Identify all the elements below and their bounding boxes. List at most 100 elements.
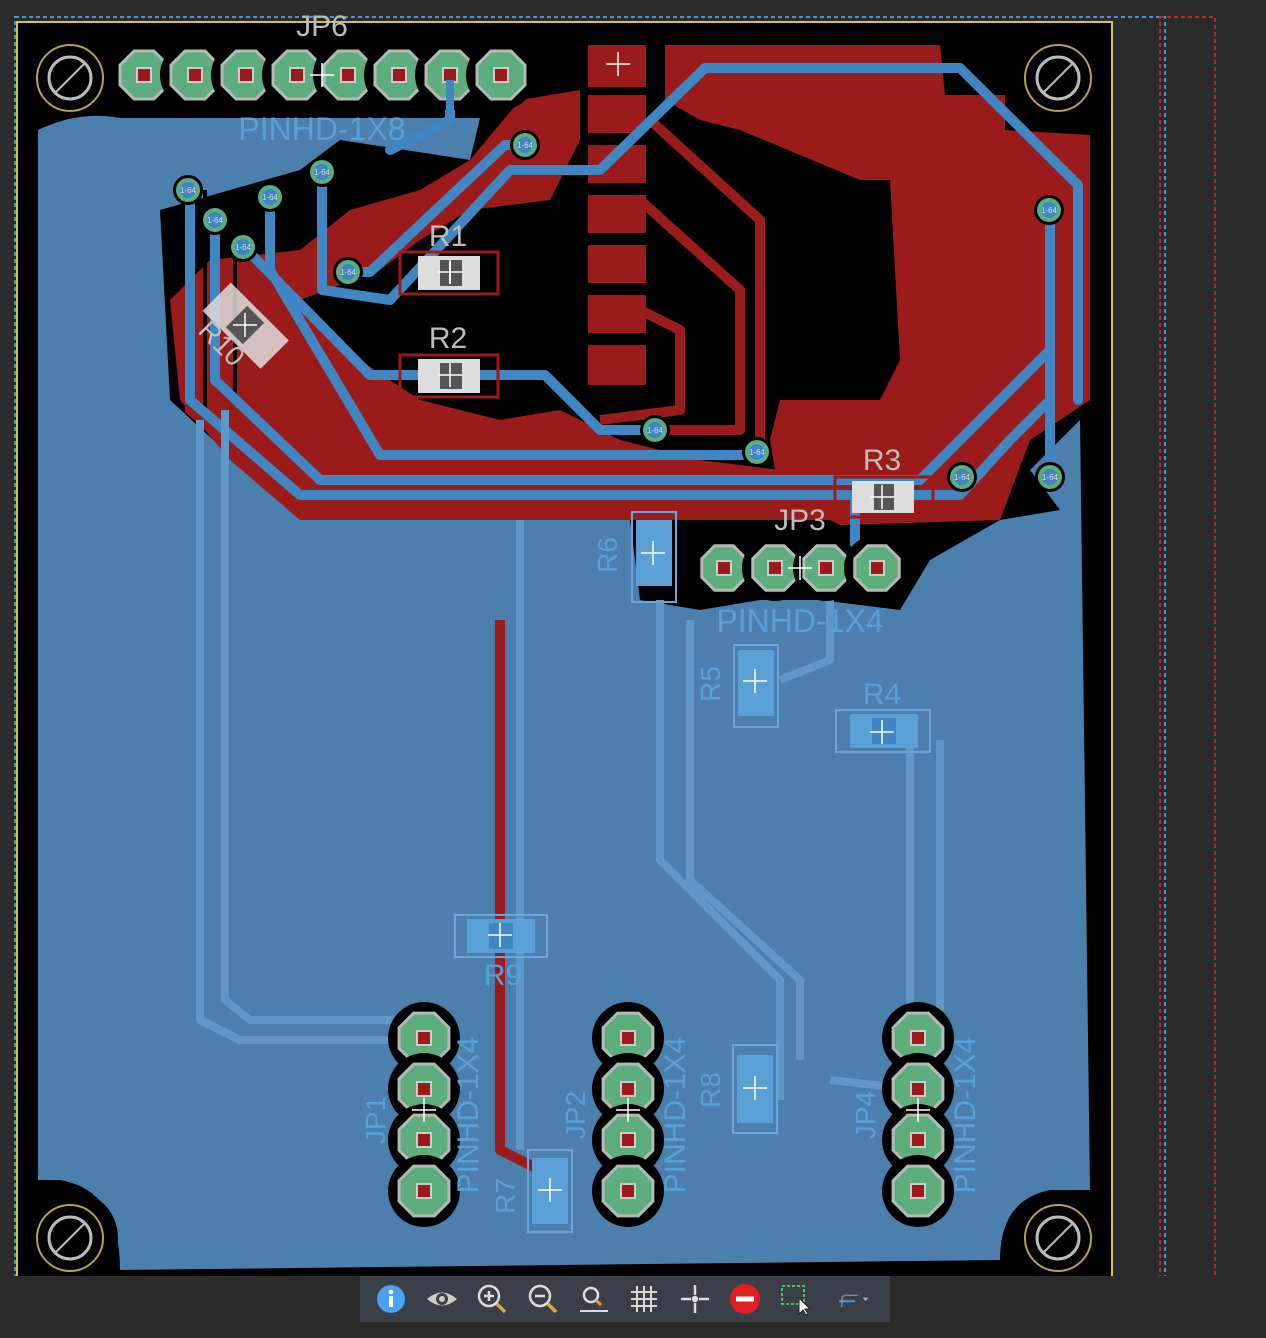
zoom-fit-button[interactable] [574, 1279, 614, 1319]
jp3-header[interactable] [691, 535, 910, 601]
zoom-in-button[interactable] [472, 1279, 512, 1319]
jp6-pin-5[interactable] [313, 40, 383, 110]
route-button[interactable] [827, 1279, 879, 1319]
via[interactable]: 1-64 [333, 257, 363, 287]
r3-label: R3 [863, 444, 901, 477]
jp4-name: JP4 [850, 1091, 881, 1139]
jp4-pin-1[interactable] [882, 1002, 954, 1074]
jp1-pin-2[interactable] [388, 1053, 460, 1125]
jp1-pin-4[interactable] [388, 1155, 460, 1227]
stop-icon [730, 1284, 761, 1314]
jp4-value: PINHD-1X4 [949, 1037, 982, 1194]
bottom-toolbar [360, 1276, 890, 1322]
resistor-r1[interactable] [398, 250, 500, 296]
resistor-r9[interactable] [454, 914, 548, 958]
via[interactable]: 1-64 [228, 232, 258, 262]
vias[interactable]: 1-64 1-64 1-64 1-64 1-64 1-64 1-64 1-64 1-64 1-64… [173, 130, 1065, 492]
jp2-pin-1[interactable] [592, 1002, 664, 1074]
via-label: 1-64 [340, 268, 357, 277]
r5-label: R5 [695, 666, 726, 702]
jp4-pin-2[interactable] [882, 1053, 954, 1125]
via-label: 1-64 [954, 473, 971, 482]
board-frame-blue [14, 16, 1166, 1276]
info-icon [377, 1285, 406, 1313]
via[interactable]: 1-64 [640, 415, 670, 445]
zoom-fit-icon [579, 1286, 608, 1312]
via[interactable]: 1-64 [1034, 195, 1064, 225]
origin-crosses [233, 52, 930, 1202]
jp2-name: JP2 [560, 1091, 591, 1139]
pcb-board-view[interactable]: JP6 PINHD-1X8 JP3 PINHD-1X4 JP1 PINHD-1X… [0, 0, 1266, 1276]
resistor-r5[interactable] [733, 644, 779, 728]
via[interactable]: 1-64 [307, 157, 337, 187]
via-label: 1-64 [1041, 206, 1058, 215]
jp3-pin-4[interactable] [844, 535, 910, 601]
jp1-pin-1[interactable] [388, 1002, 460, 1074]
jp2-header[interactable] [592, 1002, 664, 1227]
jp2-pin-4[interactable] [592, 1155, 664, 1227]
mounting-hole-bottom-left [22, 1190, 118, 1276]
top-pad-area-1 [588, 45, 646, 87]
mounting-hole-bottom-right [1010, 1190, 1106, 1276]
crosshair-icon [680, 1285, 709, 1313]
via[interactable]: 1-64 [200, 205, 230, 235]
via-label: 1-64 [1042, 473, 1059, 482]
jp2-value: PINHD-1X4 [659, 1037, 692, 1194]
bottom-ground-traces [196, 410, 944, 1150]
zoom-out-button[interactable] [523, 1279, 563, 1319]
jp4-pin-4[interactable] [882, 1155, 954, 1227]
via[interactable]: 1-64 [1035, 462, 1065, 492]
ic-pads-right [945, 145, 1003, 385]
via[interactable]: 1-64 [173, 175, 203, 205]
via[interactable]: 1-64 [742, 437, 772, 467]
via-label: 1-64 [749, 448, 766, 457]
stop-button[interactable] [725, 1279, 765, 1319]
via-label: 1-64 [180, 186, 197, 195]
jp1-value: PINHD-1X4 [452, 1037, 485, 1194]
r7-label: R7 [490, 1178, 521, 1214]
via[interactable]: 1-64 [510, 130, 540, 160]
resistor-r2[interactable] [398, 353, 500, 399]
grid-button[interactable] [624, 1279, 664, 1319]
select-button[interactable] [776, 1279, 816, 1319]
zoom-out-icon [528, 1284, 558, 1314]
r4-label: R4 [863, 678, 901, 711]
jp3-pin-3[interactable] [793, 535, 859, 601]
via[interactable]: 1-64 [947, 462, 977, 492]
r9-label: R9 [484, 959, 522, 992]
via[interactable]: 1-64 [255, 182, 285, 212]
mounting-hole-top-left [32, 40, 108, 116]
jp3-value: PINHD-1X4 [716, 603, 883, 639]
mark-button[interactable] [675, 1279, 715, 1319]
jp2-pin-2[interactable] [592, 1053, 664, 1125]
jp6-name: JP6 [296, 10, 348, 43]
show-button[interactable] [422, 1279, 462, 1319]
info-button[interactable] [371, 1279, 411, 1319]
jp2-pin-3[interactable] [592, 1104, 664, 1176]
jp6-pin-6[interactable] [364, 40, 434, 110]
via-label: 1-64 [235, 243, 252, 252]
r8-label: R8 [695, 1072, 726, 1108]
jp3-name: JP3 [774, 504, 826, 537]
select-icon [781, 1285, 812, 1316]
jp3-pin-2[interactable] [742, 535, 808, 601]
via-label: 1-64 [647, 426, 664, 435]
jp4-header[interactable] [882, 1002, 954, 1227]
jp3-pin-1[interactable] [691, 535, 757, 601]
r1-label: R1 [429, 220, 467, 253]
jp6-value: PINHD-1X8 [238, 111, 405, 147]
jp1-name: JP1 [360, 1096, 391, 1144]
resistor-r4[interactable] [835, 709, 931, 753]
grid-icon [631, 1286, 658, 1312]
jp6-pin-2[interactable] [160, 40, 230, 110]
via-label: 1-64 [207, 216, 224, 225]
jp6-header[interactable] [109, 40, 536, 110]
board-outline [16, 21, 1113, 1276]
route-icon [838, 1294, 869, 1308]
jp1-header[interactable] [388, 1002, 460, 1227]
jp6-pin-4[interactable] [262, 40, 332, 110]
via-label: 1-64 [262, 193, 279, 202]
board-frame-red [1159, 16, 1216, 1276]
jp6-pin-8[interactable] [466, 40, 536, 110]
jp4-pin-3[interactable] [882, 1104, 954, 1176]
